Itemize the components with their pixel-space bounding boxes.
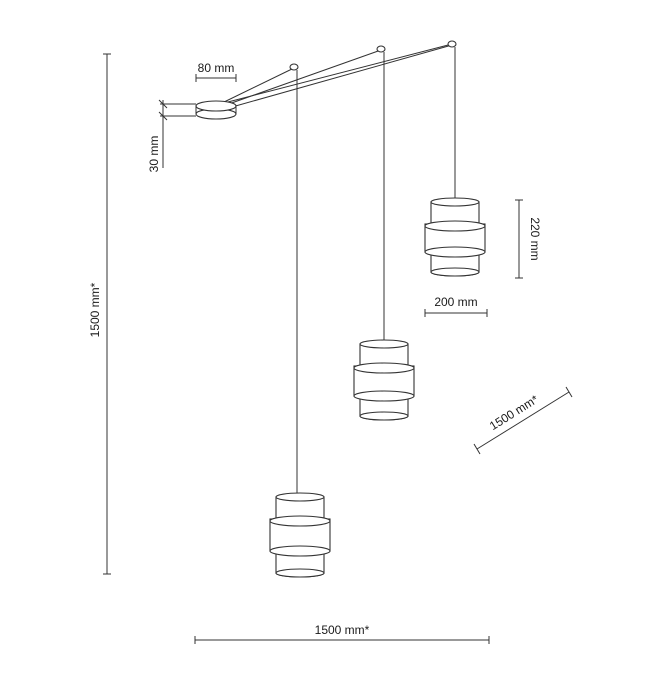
dim-total-width: 1500 mm*: [194, 623, 490, 644]
suspension-arms: [221, 43, 453, 108]
label-total-width: 1500 mm*: [315, 623, 370, 637]
hook-middle-icon: [376, 45, 386, 53]
arm-right: [231, 44, 453, 108]
cords: [296, 47, 456, 493]
label-arm-length: 1500 mm*: [487, 392, 541, 433]
hook-right-icon: [447, 40, 457, 48]
dim-canopy-height: 30 mm: [147, 99, 196, 173]
dim-shade-height: 220 mm: [515, 199, 542, 279]
dim-arm-length: 1500 mm*: [473, 386, 573, 455]
label-shade-diameter: 200 mm: [434, 295, 477, 309]
hook-left-icon: [289, 63, 299, 71]
shade-right: [424, 197, 486, 277]
shade-left: [269, 492, 331, 578]
label-shade-height: 220 mm: [528, 217, 542, 260]
dim-total-height: 1500 mm*: [88, 53, 111, 575]
shade-middle: [353, 339, 415, 421]
label-canopy-width: 80 mm: [198, 61, 235, 75]
hooks: [289, 40, 457, 71]
label-canopy-height: 30 mm: [147, 136, 161, 173]
label-total-height: 1500 mm*: [88, 282, 102, 337]
canopy: [195, 100, 237, 120]
arm-left: [221, 67, 295, 104]
dim-canopy-width: 80 mm: [195, 61, 237, 82]
dim-shade-diameter: 200 mm: [424, 295, 488, 317]
arm-right-upper: [227, 43, 453, 103]
